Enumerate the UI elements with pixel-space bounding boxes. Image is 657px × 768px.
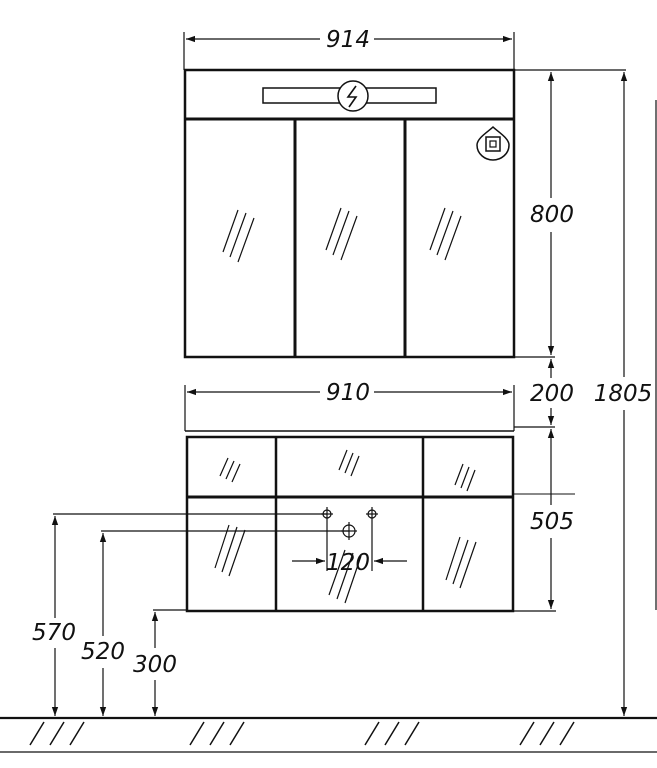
mirror-width-label: 914 xyxy=(326,27,370,53)
mirror-glass-hatch xyxy=(222,207,462,263)
vanity-cabinet xyxy=(185,430,575,613)
power-icon xyxy=(337,80,369,112)
base-height-label: 300 xyxy=(133,652,177,678)
vanity-height-label: 505 xyxy=(530,509,574,535)
gap-height-label: 200 xyxy=(530,381,574,407)
floor xyxy=(0,716,657,753)
socket-icon xyxy=(476,125,510,161)
total-height-label: 1805 xyxy=(594,381,653,407)
vanity-glass-hatch xyxy=(214,449,477,604)
supply-high-label: 570 xyxy=(32,620,76,646)
mirror-cabinet xyxy=(183,68,516,359)
mirror-height-label: 800 xyxy=(530,202,574,228)
supply-low-label: 520 xyxy=(81,639,125,665)
drain-spacing-label: 120 xyxy=(326,550,370,576)
dimension-lines xyxy=(51,32,657,716)
vanity-width-label: 910 xyxy=(326,380,370,406)
